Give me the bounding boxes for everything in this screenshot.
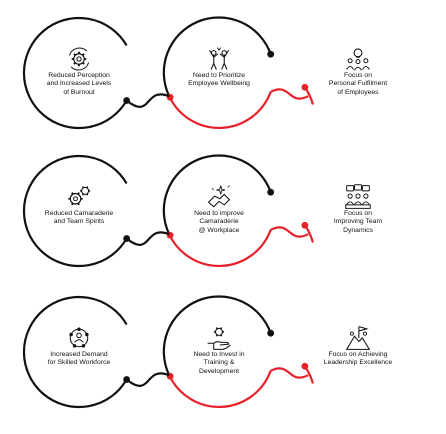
- loop-middle-top-dot: [267, 329, 275, 337]
- loop-middle-bottom-path: [168, 370, 272, 409]
- loop-right-dot: [301, 362, 309, 370]
- connector-left-middle: [125, 93, 170, 108]
- connector-left-middle: [125, 231, 170, 246]
- loop-middle-bottom-path: [168, 229, 272, 268]
- hand-gear-icon: [207, 327, 231, 350]
- node-label: Need to Invest in Training & Development: [193, 351, 245, 375]
- node-label: Need to Prioritize Employee Wellbeing: [188, 72, 250, 88]
- loop-right-dot: [301, 221, 309, 229]
- loop-middle-top-dot: [267, 188, 275, 196]
- team-chat-icon: [345, 184, 371, 209]
- celebrating-people-icon: [208, 47, 230, 70]
- node-label: Increased Demand for Skilled Workforce: [47, 351, 111, 367]
- gears-icon: [68, 186, 91, 206]
- loop-middle-top-path: [162, 295, 272, 376]
- connector-middle-right: [270, 88, 309, 100]
- loop-middle-top-path: [162, 16, 272, 97]
- loop-middle-bottom-path: [168, 91, 272, 130]
- connector-middle-right: [270, 226, 309, 238]
- loop-left-path: [22, 154, 128, 268]
- gear-cycle-icon: [68, 47, 90, 71]
- flag-summit-icon: [345, 326, 371, 350]
- loop-middle-top-path: [162, 154, 272, 235]
- network-people-icon: [69, 327, 89, 348]
- loop-right-dot: [301, 83, 309, 91]
- node-label: Need to improve Camaraderie @ Workplace: [194, 210, 244, 234]
- node-label: Focus on Improving Team Dynamics: [333, 210, 383, 234]
- node-label: Focus on Achieving Leadership Excellence: [323, 351, 393, 367]
- loop-left-path: [22, 16, 128, 130]
- loop-left-path: [22, 295, 128, 409]
- connector-left-middle: [125, 372, 170, 387]
- loop-middle-top-dot: [267, 50, 275, 58]
- node-label: Reduced Camaraderie and Team Spirits: [44, 210, 114, 226]
- handshake-sparkle-icon: [207, 185, 231, 208]
- team-lightbulb-icon: [346, 48, 370, 71]
- node-label: Reduced Perception and Increased Levels …: [46, 72, 112, 96]
- node-label: Focus on Personal Fulfilment of Employee…: [328, 72, 388, 96]
- connector-middle-right: [270, 367, 309, 379]
